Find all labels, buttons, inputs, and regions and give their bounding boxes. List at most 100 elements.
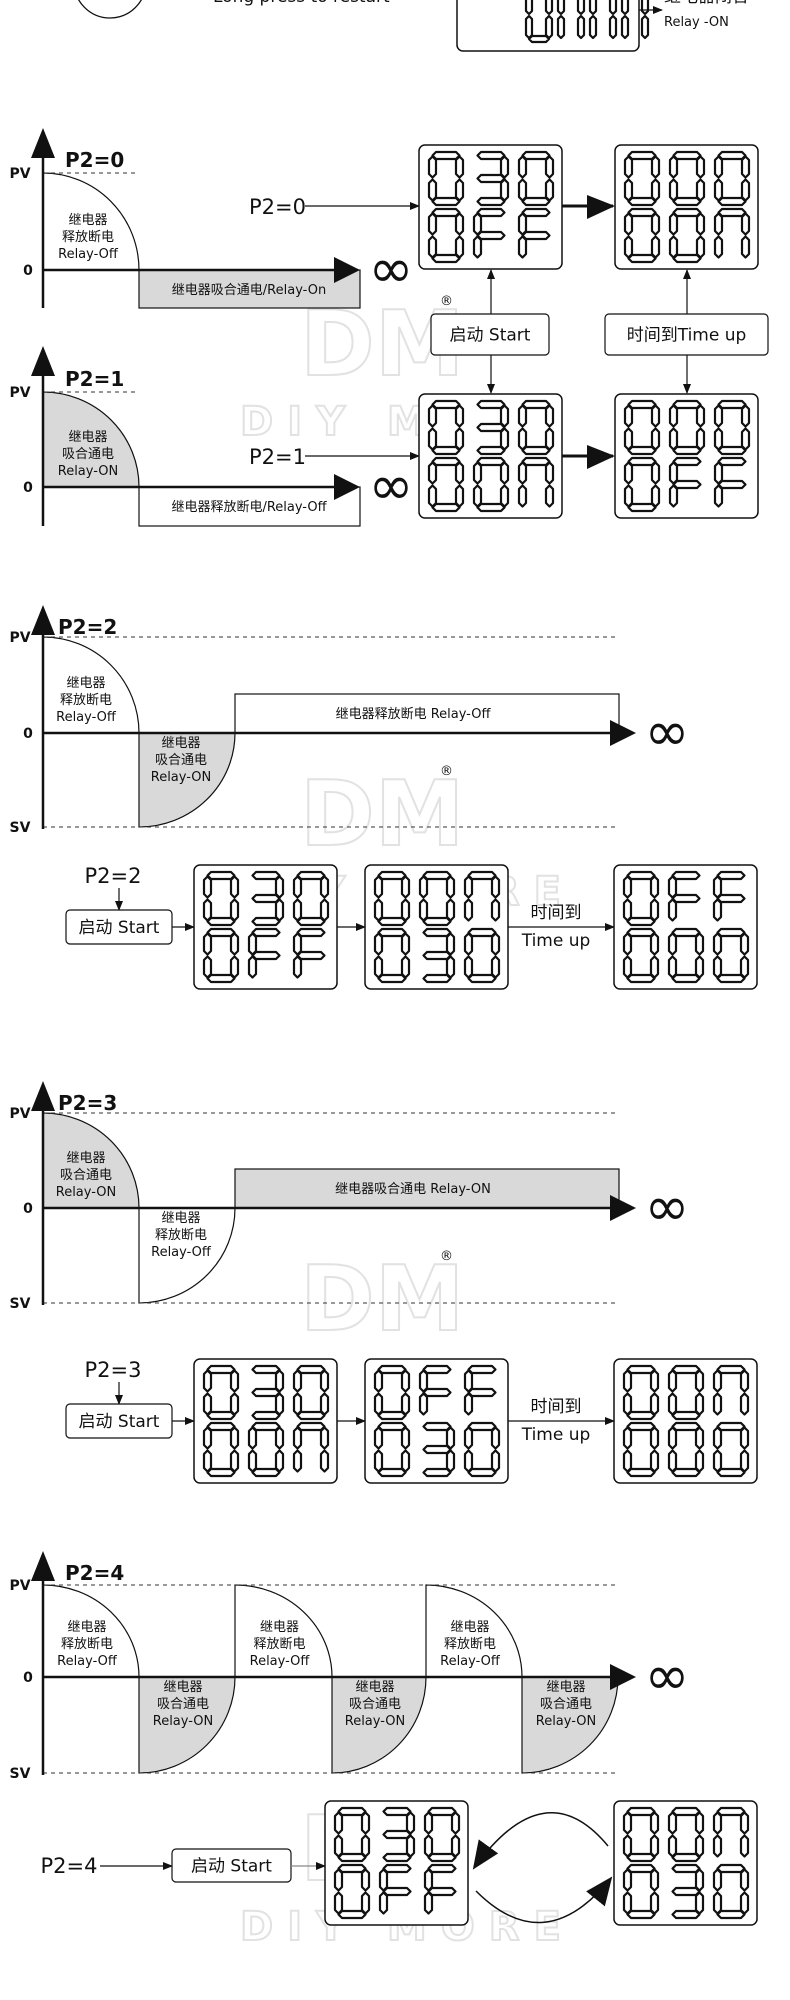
start-button[interactable]: 启动 Start [65, 909, 173, 945]
lcd-display-final [614, 393, 759, 519]
zero-label: 0 [23, 263, 33, 279]
segment-b [274, 1426, 285, 1450]
segment-a [467, 927, 497, 938]
relay-close-label-cn: 吸合通电 [349, 1697, 401, 1712]
segment-f [623, 155, 634, 179]
segment-e [423, 1891, 434, 1915]
lcd-bottom-row [333, 1863, 457, 1920]
segment-g [251, 1387, 281, 1398]
segment-a [716, 1863, 746, 1874]
segment-d [626, 973, 656, 984]
start-button[interactable]: 启动 Start [171, 1848, 292, 1883]
segment-d [626, 1909, 656, 1920]
lcd-bottom-row [622, 1421, 750, 1478]
segment-a [377, 1421, 407, 1432]
segment-c [650, 178, 661, 202]
segment-f [622, 1811, 633, 1835]
relay-curve-above [42, 391, 140, 488]
segment-g [382, 1829, 412, 1840]
segment-e [292, 1392, 303, 1416]
seven-segment-digit [463, 1364, 497, 1416]
segment-c [229, 1449, 240, 1473]
lcd-bottom-row [202, 927, 326, 984]
time-up-button-label: 时间到Time up [627, 326, 747, 346]
segment-f [622, 1426, 633, 1450]
segment-b [360, 1868, 371, 1892]
segment-b [739, 1868, 750, 1892]
lcd-frame [614, 393, 759, 519]
segment-g [521, 230, 551, 241]
lcd-bottom-row [427, 207, 551, 264]
segment-e [427, 484, 438, 508]
segment-c [454, 427, 465, 451]
segment-e [668, 484, 679, 508]
y-axis-arrow-icon [31, 346, 55, 376]
segment-a [206, 1364, 236, 1375]
segment-e [713, 427, 724, 451]
segment-b [694, 1426, 705, 1450]
segment-c [694, 1449, 705, 1473]
relay-label-cn: 继电器 [163, 1680, 202, 1695]
segment-d [431, 502, 461, 513]
segment-a [716, 1421, 746, 1432]
segment-a [672, 150, 702, 161]
segment-b [650, 212, 661, 236]
seven-segment-digit [667, 870, 701, 922]
segment-a [296, 870, 326, 881]
seven-segment-digit [427, 150, 465, 207]
segment-f [427, 212, 438, 236]
relay-state-box-label: 继电器释放断电/Relay-Off [171, 500, 327, 515]
segment-b [649, 875, 660, 899]
segment-e [463, 1392, 474, 1416]
start-button[interactable]: 启动 Start [65, 1403, 173, 1439]
segment-f [423, 1811, 434, 1835]
seven-segment-digit [588, 0, 618, 40]
infinity-symbol: ∞ [645, 1175, 690, 1238]
relay-on-label: Relay-ON [345, 1714, 406, 1729]
seven-segment-digit [427, 399, 465, 456]
segment-c [229, 898, 240, 922]
segment-c [650, 235, 661, 259]
segment-d [626, 1410, 656, 1421]
seven-segment-digit [292, 870, 330, 927]
lcd-display-initial [193, 864, 338, 990]
seven-segment-digit [623, 150, 661, 207]
segment-c [740, 235, 751, 259]
segment-f [668, 461, 679, 485]
time-up-button[interactable]: 时间到Time up [604, 313, 769, 356]
segment-a [427, 1806, 457, 1817]
segment-c [360, 1891, 371, 1915]
segment-a [626, 870, 656, 881]
segment-b [400, 1369, 411, 1393]
segment-a [251, 1364, 281, 1375]
segment-d [626, 1852, 656, 1863]
segment-b [319, 1426, 330, 1450]
segment-c [740, 427, 751, 451]
seven-segment-digit [623, 399, 661, 456]
segment-e [427, 235, 438, 259]
segment-d [422, 916, 452, 927]
lcd-top-row [373, 1364, 497, 1421]
segment-b [695, 212, 706, 236]
segment-e [333, 1891, 344, 1915]
pv-label: PV [9, 1106, 30, 1122]
seven-segment-digit [292, 1364, 330, 1421]
segment-a [476, 207, 506, 218]
segment-b [544, 0, 554, 16]
seven-segment-digit [524, 0, 554, 44]
relay-curve-below [521, 1676, 619, 1774]
segment-b [695, 404, 706, 428]
segment-e [472, 484, 483, 508]
segment-e [418, 1392, 429, 1416]
start-button[interactable]: 启动 Start [430, 313, 550, 356]
relay-on-label: Relay-ON [153, 1714, 214, 1729]
watermark-logo: DM [300, 762, 464, 867]
segment-e [712, 898, 723, 922]
pv-label: PV [9, 385, 30, 401]
start-button-frame[interactable] [430, 313, 550, 356]
segment-a [422, 927, 452, 938]
seven-segment-digit [476, 150, 510, 207]
segment-e [427, 178, 438, 202]
relay-curve-above [234, 1584, 333, 1678]
